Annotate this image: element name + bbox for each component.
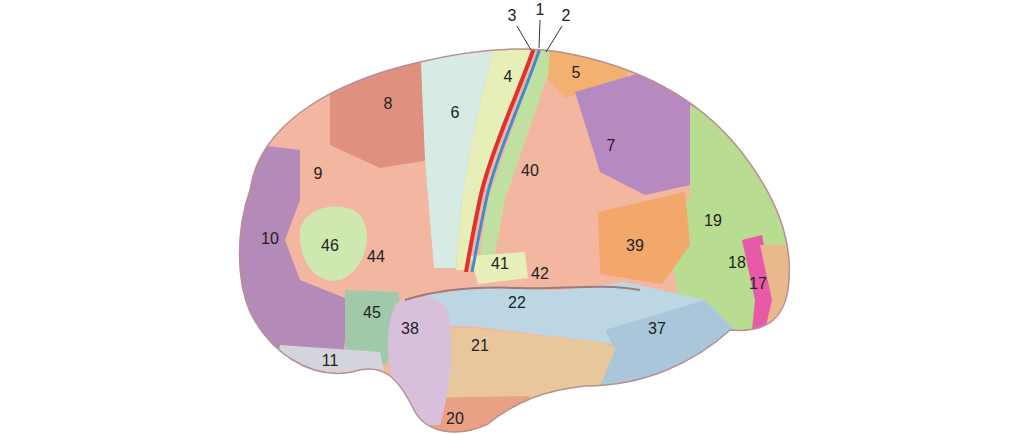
callout-number: 2 bbox=[562, 8, 571, 24]
callout-number: 4 bbox=[504, 69, 513, 85]
callout-number: 40 bbox=[521, 163, 539, 179]
callout-number: 9 bbox=[314, 166, 323, 182]
callout-number: 11 bbox=[322, 353, 339, 369]
callout-number: 7 bbox=[607, 138, 616, 154]
callout-number: 41 bbox=[491, 256, 509, 272]
callout-number: 38 bbox=[401, 321, 419, 337]
callout-number: 5 bbox=[572, 65, 581, 81]
callout-number: 20 bbox=[446, 411, 464, 427]
callout-number: 44 bbox=[367, 249, 385, 265]
callout-number: 22 bbox=[508, 295, 526, 311]
callout-number: 1 bbox=[536, 2, 545, 18]
callout-number: 42 bbox=[531, 266, 549, 282]
callout-number: 45 bbox=[363, 305, 381, 321]
callout-number: 46 bbox=[321, 238, 339, 254]
callout-number: 3 bbox=[508, 8, 517, 24]
callout-number: 37 bbox=[648, 321, 666, 337]
callout-number: 21 bbox=[471, 338, 489, 354]
callout-number: 39 bbox=[626, 238, 644, 254]
callout-number: 17 bbox=[749, 276, 767, 292]
callout-number: 10 bbox=[261, 231, 279, 247]
callout-number: 8 bbox=[384, 96, 393, 112]
callout-number: 6 bbox=[451, 105, 460, 121]
callout-number: 18 bbox=[728, 255, 746, 271]
callout-number: 19 bbox=[704, 213, 722, 229]
